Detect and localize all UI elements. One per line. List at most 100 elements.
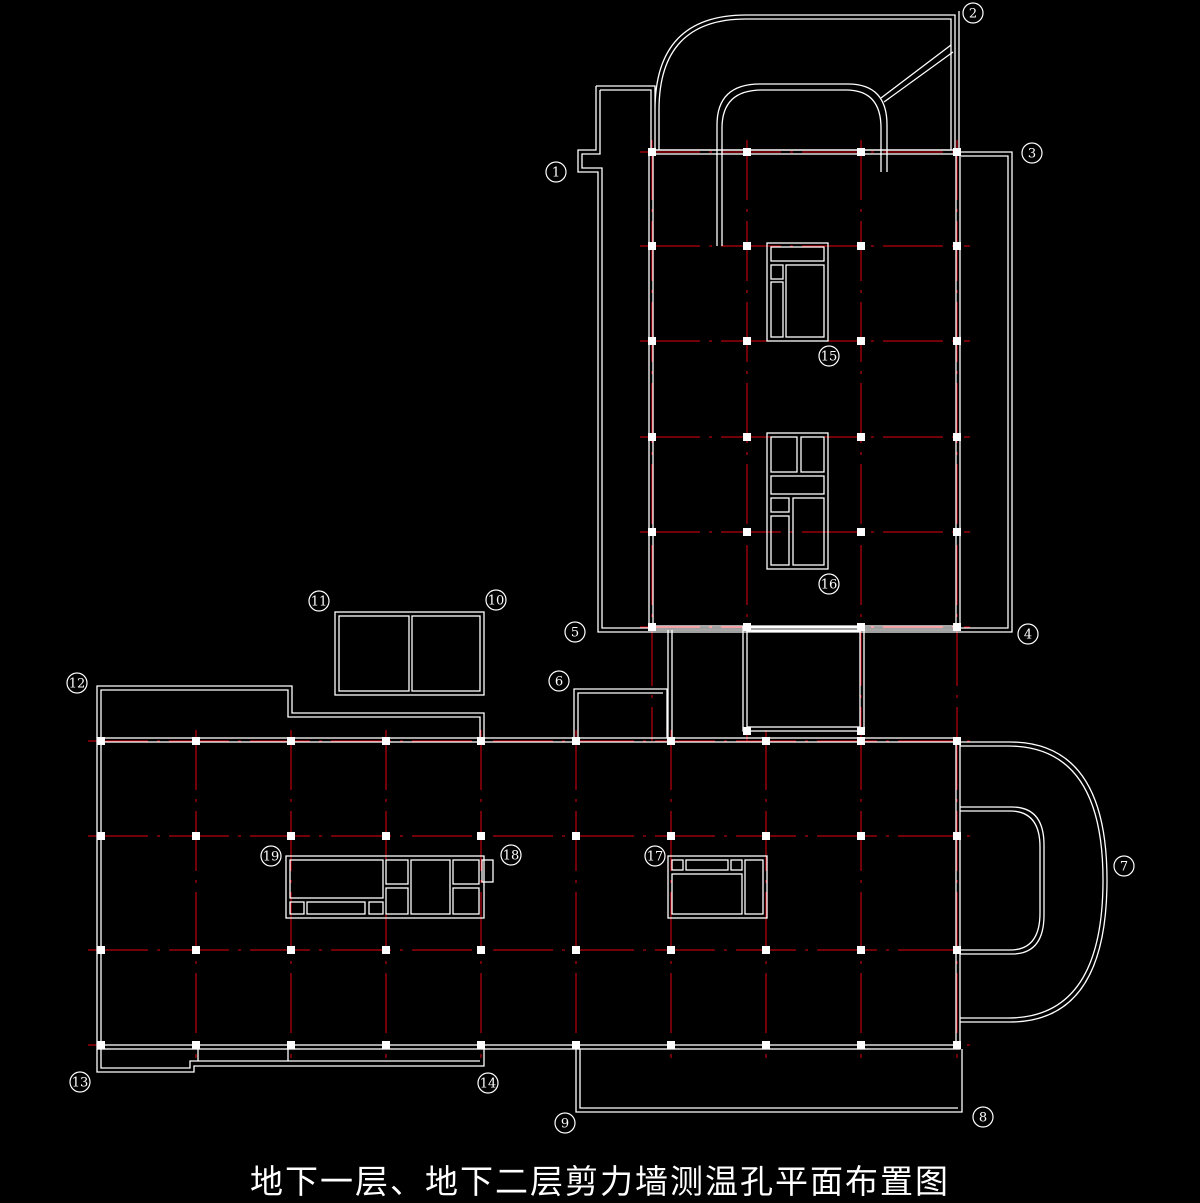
- drawing-title: 地下一层、地下二层剪力墙测温孔平面布置图: [250, 1162, 950, 1201]
- marker-label: 7: [1120, 860, 1128, 875]
- column: [287, 737, 295, 745]
- columns: [97, 148, 961, 1049]
- column: [953, 737, 961, 745]
- marker-label: 12: [69, 677, 86, 692]
- marker-label: 9: [561, 1117, 569, 1132]
- marker-11: 11: [308, 590, 330, 612]
- column: [477, 1041, 485, 1049]
- marker-label: 1: [552, 166, 560, 181]
- column: [477, 832, 485, 840]
- marker-5: 5: [564, 621, 586, 643]
- column: [953, 623, 961, 631]
- column: [762, 737, 770, 745]
- marker-circle: [1113, 855, 1135, 877]
- column: [953, 148, 961, 156]
- column: [572, 1041, 580, 1049]
- axis-grid: [88, 140, 970, 1058]
- marker-12: 12: [66, 672, 88, 694]
- column: [477, 737, 485, 745]
- marker-label: 3: [1028, 147, 1036, 162]
- column: [857, 737, 865, 745]
- column: [743, 433, 751, 441]
- column: [762, 1041, 770, 1049]
- column: [953, 528, 961, 536]
- marker-circle: [972, 1106, 994, 1128]
- marker-19: 19: [260, 845, 282, 867]
- column: [382, 1041, 390, 1049]
- marker-circle: [477, 1072, 499, 1094]
- column: [648, 242, 656, 250]
- column: [287, 946, 295, 954]
- marker-label: 19: [263, 850, 280, 865]
- marker-circle: [548, 670, 570, 692]
- column: [857, 832, 865, 840]
- marker-2: 2: [962, 2, 984, 24]
- column: [743, 148, 751, 156]
- marker-label: 13: [72, 1076, 89, 1091]
- marker-circle: [260, 845, 282, 867]
- column: [667, 1041, 675, 1049]
- marker-circle: [962, 2, 984, 24]
- shear-walls: [96, 11, 1108, 1113]
- marker-13: 13: [69, 1071, 91, 1093]
- column: [572, 737, 580, 745]
- marker-8: 8: [972, 1106, 994, 1128]
- column: [382, 946, 390, 954]
- column: [97, 946, 105, 954]
- marker-label: 6: [555, 675, 563, 690]
- column: [743, 623, 751, 631]
- marker-circle: [818, 573, 840, 595]
- marker-circle: [308, 590, 330, 612]
- column: [857, 148, 865, 156]
- column: [648, 528, 656, 536]
- marker-label: 18: [503, 849, 520, 864]
- column: [857, 623, 865, 631]
- column: [857, 727, 865, 735]
- marker-label: 16: [821, 578, 838, 593]
- column: [762, 832, 770, 840]
- marker-14: 14: [477, 1072, 499, 1094]
- column: [667, 946, 675, 954]
- marker-17: 17: [644, 845, 666, 867]
- marker-circle: [564, 621, 586, 643]
- marker-label: 10: [488, 594, 505, 609]
- marker-circle: [485, 589, 507, 611]
- marker-label: 14: [480, 1077, 497, 1092]
- column: [382, 737, 390, 745]
- column: [192, 946, 200, 954]
- marker-circle: [818, 345, 840, 367]
- column: [192, 832, 200, 840]
- marker-label: 4: [1024, 628, 1032, 643]
- column: [667, 737, 675, 745]
- column: [648, 337, 656, 345]
- column: [857, 946, 865, 954]
- column: [287, 832, 295, 840]
- marker-label: 8: [979, 1111, 987, 1126]
- column: [743, 528, 751, 536]
- marker-18: 18: [500, 844, 522, 866]
- column: [97, 832, 105, 840]
- column: [857, 1041, 865, 1049]
- column: [743, 727, 751, 735]
- marker-label: 17: [647, 850, 664, 865]
- marker-label: 15: [821, 350, 838, 365]
- column: [382, 832, 390, 840]
- marker-10: 10: [485, 589, 507, 611]
- column: [857, 433, 865, 441]
- column: [953, 946, 961, 954]
- marker-label: 2: [969, 7, 977, 22]
- marker-circle: [545, 161, 567, 183]
- marker-1: 1: [545, 161, 567, 183]
- marker-circle: [1017, 623, 1039, 645]
- column: [762, 946, 770, 954]
- column: [287, 1041, 295, 1049]
- column: [953, 337, 961, 345]
- marker-7: 7: [1113, 855, 1135, 877]
- marker-circle: [644, 845, 666, 867]
- column: [953, 242, 961, 250]
- marker-4: 4: [1017, 623, 1039, 645]
- column: [477, 946, 485, 954]
- column: [857, 242, 865, 250]
